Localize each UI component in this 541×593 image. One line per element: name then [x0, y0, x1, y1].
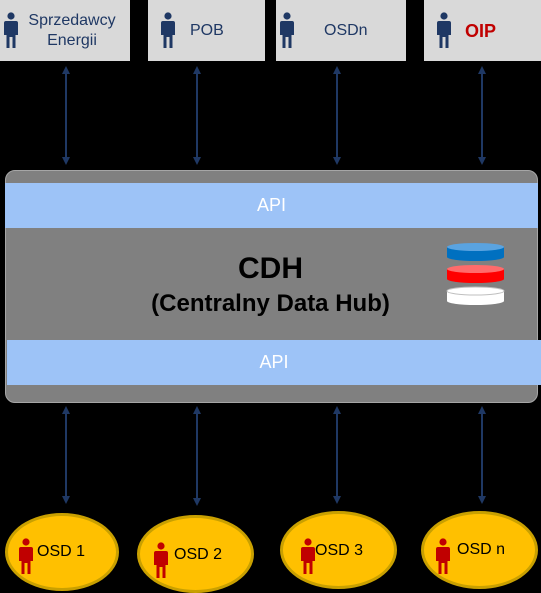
person-icon: [154, 542, 168, 578]
person-icon: [437, 12, 451, 48]
person-icon: [436, 538, 450, 574]
osd-label: OSD 3: [315, 542, 364, 559]
node-label: OSDn: [324, 21, 368, 39]
hub-subtitle: (Centralny Data Hub): [151, 290, 390, 317]
node-sprzedawcy-energii: Sprzedawcy Energii: [0, 0, 130, 61]
node-label-line1: Sprzedawcy: [28, 11, 116, 29]
person-icon: [19, 538, 33, 574]
api-band-top: API: [5, 183, 538, 228]
node-oip: OIP: [424, 0, 541, 61]
person-icon: [301, 538, 315, 574]
hub-title: CDH: [238, 252, 303, 285]
person-icon: [4, 12, 18, 48]
node-osdn: OSDn: [276, 0, 406, 61]
osd-label: OSD 1: [37, 543, 86, 560]
node-osd-2: OSD 2: [137, 515, 254, 593]
api-band-bottom: API: [7, 340, 541, 385]
node-label: OIP: [465, 20, 497, 41]
node-label: POB: [190, 21, 224, 39]
node-osd-n: OSD n: [421, 511, 538, 589]
database-cylinder-icon: [446, 243, 505, 305]
person-icon: [161, 12, 175, 48]
node-label-line2: Energii: [47, 31, 97, 49]
osd-label: OSD n: [457, 541, 506, 558]
node-osd-1: OSD 1: [5, 513, 119, 591]
osd-label: OSD 2: [174, 546, 223, 563]
node-pob: POB: [148, 0, 265, 61]
person-icon: [280, 12, 294, 48]
node-osd-3: OSD 3: [280, 511, 397, 589]
